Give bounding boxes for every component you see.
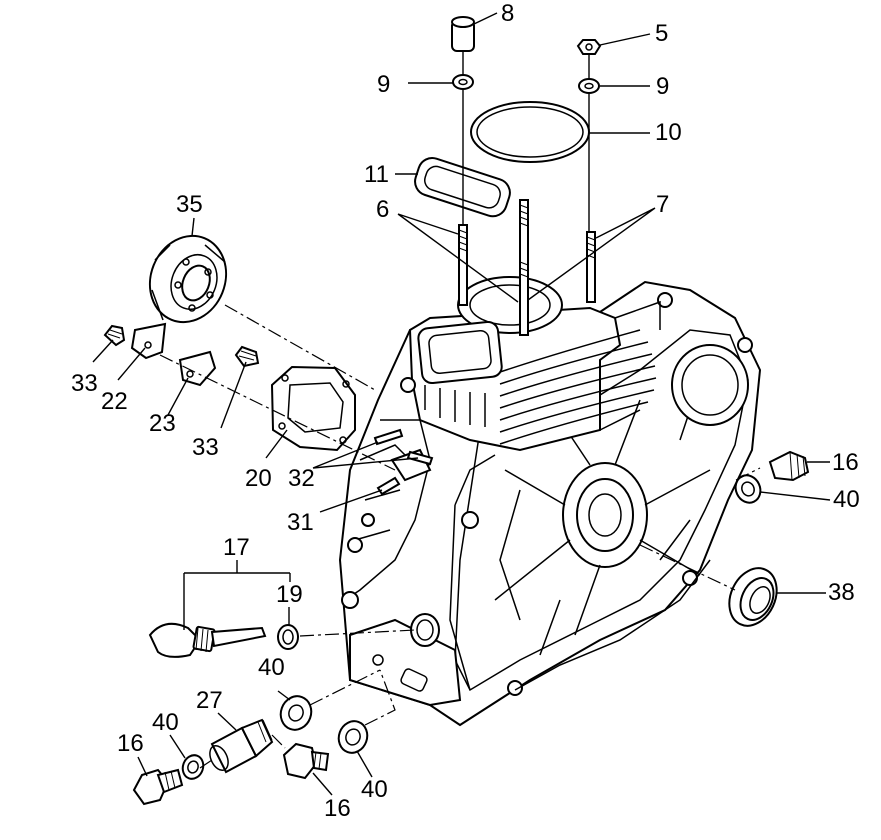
callout-33-right: 33: [192, 434, 219, 461]
pin-31: [376, 476, 401, 496]
callout-35: 35: [176, 191, 203, 218]
oil-seal-38: [728, 567, 778, 627]
hex-nut-5: [576, 39, 602, 55]
washer-40-bottom-center: [279, 695, 313, 731]
callout-40-right: 40: [833, 486, 860, 513]
dipstick-17: [148, 622, 267, 658]
callout-10: 10: [655, 119, 682, 146]
callout-40-bottom: 40: [361, 776, 388, 803]
callout-23: 23: [149, 410, 176, 437]
cover-plate-20: [270, 365, 356, 452]
plate-22: [130, 322, 167, 360]
callout-17: 17: [223, 534, 250, 561]
callout-5: 5: [655, 20, 669, 47]
callout-7: 7: [656, 191, 670, 218]
callout-40-left: 40: [152, 709, 179, 736]
callout-33-left: 33: [71, 370, 98, 397]
callout-16-bottom: 16: [324, 795, 351, 822]
callout-22: 22: [101, 388, 128, 415]
o-ring-19: [277, 624, 299, 650]
washer-40-bottom-left: [181, 754, 205, 780]
callout-8: 8: [501, 0, 515, 27]
cap-nut-8: [451, 16, 475, 52]
plug-33-right: [234, 345, 260, 368]
callout-20: 20: [245, 465, 272, 492]
plug-33-left: [103, 324, 126, 347]
drain-plug-16-right: [768, 450, 810, 482]
plate-23: [178, 350, 217, 387]
ball-bearing-35: [148, 234, 228, 324]
washer-9-left: [452, 74, 474, 90]
callout-27: 27: [196, 687, 223, 714]
callout-16-right: 16: [832, 449, 859, 476]
callout-38: 38: [828, 579, 855, 606]
callout-11: 11: [364, 161, 389, 188]
drain-plug-16-bottom: [282, 742, 330, 780]
callout-6: 6: [376, 196, 390, 223]
drain-plug-16-left: [132, 768, 184, 806]
callout-9-left: 9: [377, 71, 391, 98]
callout-31: 31: [287, 509, 314, 536]
washer-40-right: [734, 474, 762, 504]
o-ring-10: [470, 101, 590, 163]
callout-16-left: 16: [117, 730, 144, 757]
fitting-27: [209, 718, 274, 774]
cylinder-block: [408, 276, 661, 452]
washer-40-bottom-right: [337, 720, 369, 754]
callout-19: 19: [276, 581, 303, 608]
leader-lines: [92, 12, 831, 796]
callout-40-center: 40: [258, 654, 285, 681]
callout-9-right: 9: [656, 73, 670, 100]
callout-32: 32: [288, 465, 315, 492]
washer-9-right: [578, 78, 600, 94]
